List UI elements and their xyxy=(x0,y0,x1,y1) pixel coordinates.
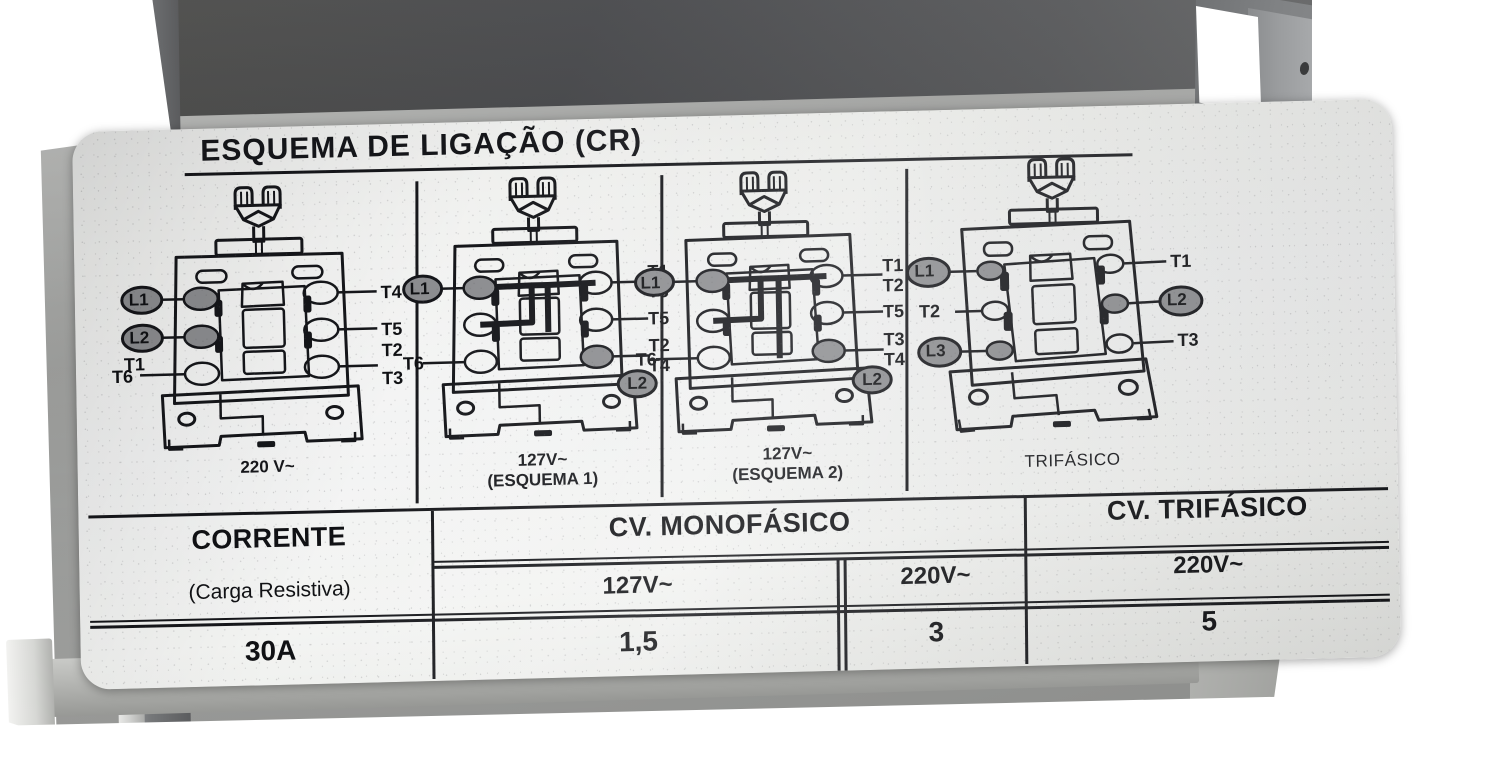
terminal-label-p4-L2: L2 xyxy=(1166,289,1187,310)
table-voltage-monofasico-127: 127V~ xyxy=(602,570,673,600)
terminal-label-p3-T1: T1 xyxy=(882,255,904,276)
contactor-drawing-127v-1 xyxy=(402,176,658,440)
terminal-label-p1-T3: T3 xyxy=(381,367,404,389)
terminal-label-p2-L1: L1 xyxy=(409,279,430,299)
terminal-label-p4-T2: T2 xyxy=(918,301,941,322)
terminal-label-p3-T6: T6 xyxy=(635,349,658,370)
terminal-label-p2-L2: L2 xyxy=(627,373,648,394)
panel-caption-127v-1: 127V~ (ESQUEMA 1) xyxy=(422,447,663,493)
terminal-label-p2-T6: T6 xyxy=(402,353,425,374)
terminal-label-p1-L1: L1 xyxy=(128,290,149,310)
terminal-label-p3-L2: L2 xyxy=(862,369,883,390)
panel-220v: L1 L2 T1 T6 T4 T5 T2 T3 220 V~ xyxy=(111,175,418,513)
terminal-label-p4-L1: L1 xyxy=(914,261,935,281)
terminal-label-p3-T2: T2 xyxy=(882,275,904,296)
panel-127v-esquema-1: L1 T6 T1 T3 T5 T2 T4 L2 127V~ (ESQUEMA 1… xyxy=(402,169,670,505)
contactor-drawing-127v-2 xyxy=(634,170,893,435)
panel-caption-line1: TRIFÁSICO xyxy=(1024,449,1121,472)
contactor-drawing-trifasico xyxy=(905,157,1204,433)
wiring-diagram-label: ESQUEMA DE LIGAÇÃO (CR) xyxy=(72,98,1401,690)
terminal-label-p1-T6: T6 xyxy=(111,366,134,388)
table-header-cv-monofasico: CV. MONOFÁSICO xyxy=(608,506,851,543)
table-header-corrente: CORRENTE xyxy=(191,521,347,556)
panel-trifasico: L1 T2 L3 T1 L2 T3 TRIFÁSICO xyxy=(905,154,1248,492)
terminal-label-p1-L2: L2 xyxy=(129,328,150,348)
contactor-drawing-220v xyxy=(120,185,378,451)
terminal-label-p3-L1: L1 xyxy=(640,273,661,293)
table-value-corrente: 30A xyxy=(244,634,297,667)
table-voltage-monofasico-220: 220V~ xyxy=(900,561,971,591)
terminal-label-p1-T2: T2 xyxy=(381,339,403,361)
terminal-label-p3-T5: T5 xyxy=(882,301,905,322)
terminal-label-p3-T4: T4 xyxy=(883,348,906,370)
panel-caption-127v-2: 127V~ (ESQUEMA 2) xyxy=(667,441,908,487)
table-subheader-carga-resistiva: (Carga Resistiva) xyxy=(188,577,351,605)
table-col-divider-1 xyxy=(430,510,436,680)
terminal-label-p3-T3: T3 xyxy=(883,329,905,350)
panel-caption-trifasico: TRIFÁSICO xyxy=(937,447,1207,474)
terminal-label-p4-L3: L3 xyxy=(925,340,946,361)
terminal-label-p1-T5: T5 xyxy=(381,318,403,340)
terminal-label-p4-T1: T1 xyxy=(1170,250,1192,272)
diagram-panels: L1 L2 T1 T6 T4 T5 T2 T3 220 V~ xyxy=(73,151,1398,514)
table-value-monofasico-127: 1,5 xyxy=(618,625,659,658)
terminal-label-p4-T3: T3 xyxy=(1177,329,1199,351)
terminal-label-p1-T4: T4 xyxy=(380,281,402,303)
specification-table: CORRENTE (Carga Resistiva) 30A CV. MONOF… xyxy=(78,483,1400,690)
panel-127v-esquema-2: L1 T6 T1 T2 T5 T3 T4 L2 127V~ (ESQUEMA 2… xyxy=(634,163,908,499)
table-col-divider-2a xyxy=(836,558,841,671)
table-value-monofasico-220: 3 xyxy=(928,616,945,648)
enclosure-lid-notch xyxy=(1196,6,1262,114)
